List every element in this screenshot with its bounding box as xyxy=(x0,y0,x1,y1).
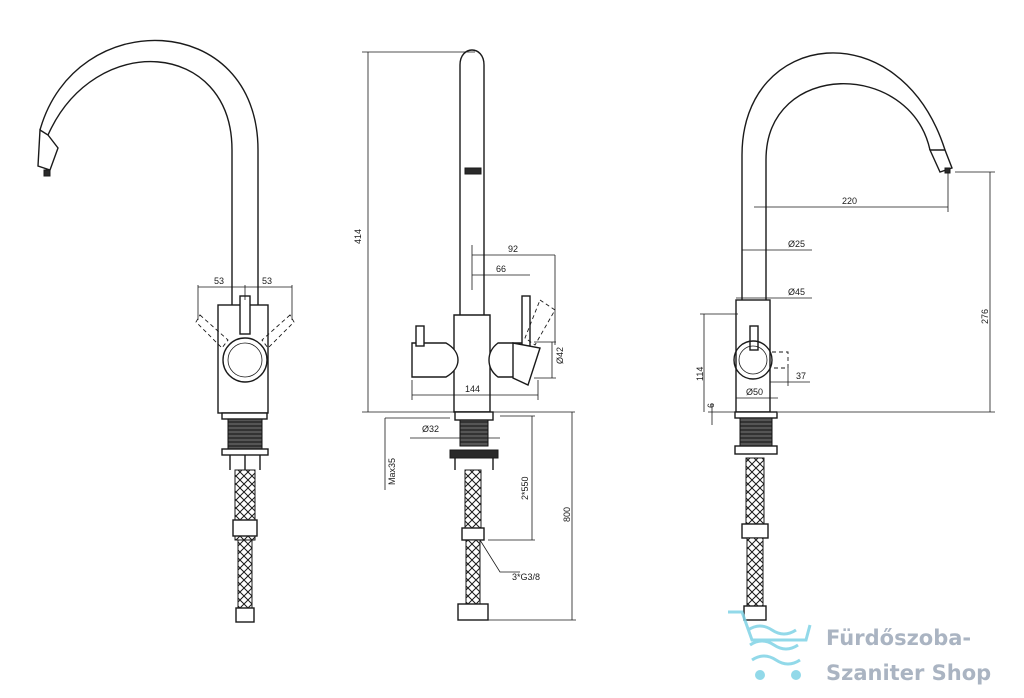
right-hose xyxy=(745,457,765,529)
side-hose xyxy=(464,469,482,531)
side-dim-height-label: 414 xyxy=(353,229,363,244)
right-spout-tip xyxy=(928,149,953,173)
watermark-line1: Fürdőszoba- xyxy=(826,626,971,650)
front-dim-right: 53 xyxy=(262,276,272,286)
front-handle-circle xyxy=(222,337,268,383)
right-dim-37: 37 xyxy=(796,371,806,381)
front-spout-tip xyxy=(37,128,59,171)
right-dim-6: 6 xyxy=(706,403,716,408)
side-handle-left xyxy=(411,342,459,378)
side-lever-right xyxy=(521,295,531,347)
side-dim-550: 2*550 xyxy=(520,476,530,500)
side-dim-connection: 3*G3/8 xyxy=(512,572,540,582)
side-thread xyxy=(459,419,489,447)
right-thread xyxy=(739,417,773,447)
side-dim-32: Ø32 xyxy=(422,424,439,434)
front-handle-inner xyxy=(227,342,263,378)
side-dim-800: 800 xyxy=(562,507,572,522)
cart-icon xyxy=(728,610,812,642)
side-spout xyxy=(459,49,485,320)
side-body xyxy=(453,314,491,413)
right-dim-276: 276 xyxy=(980,309,990,324)
side-view: 414 92 66 Ø42 144 Ø32 Max35 2*550 800 3*… xyxy=(353,49,576,621)
front-lever-range xyxy=(195,314,295,349)
side-handle-cap xyxy=(512,342,541,386)
front-view: 53 53 xyxy=(37,39,295,623)
right-dim-220: 220 xyxy=(842,196,857,206)
side-dim-42: Ø42 xyxy=(555,347,565,364)
front-dim-left: 53 xyxy=(214,276,224,286)
front-dim-lines xyxy=(197,285,293,320)
front-aerator xyxy=(43,169,51,177)
right-dim-45: Ø45 xyxy=(788,287,805,297)
right-dim-114: 114 xyxy=(695,367,705,381)
side-dim-92: 92 xyxy=(508,244,518,254)
side-dim-max35: Max35 xyxy=(387,458,397,485)
right-spout xyxy=(741,52,946,305)
side-dim-144: 144 xyxy=(465,384,480,394)
right-handle-circle xyxy=(733,340,773,380)
water-wave-icon xyxy=(747,624,801,666)
right-view: 220 Ø25 Ø45 276 114 6 Ø50 37 xyxy=(695,52,995,621)
side-nut xyxy=(449,449,499,459)
right-lever xyxy=(749,325,759,351)
side-aerator xyxy=(464,167,482,175)
side-lever-left xyxy=(415,325,425,347)
side-dim-66: 66 xyxy=(496,264,506,274)
side-dim-height xyxy=(362,51,575,413)
front-lever xyxy=(239,295,251,335)
watermark-line2: Szaniter Shop xyxy=(826,661,991,685)
front-thread xyxy=(227,418,263,450)
front-spout xyxy=(39,39,259,305)
right-body xyxy=(735,299,771,413)
right-dim-50: Ø50 xyxy=(746,387,763,397)
right-dim-25: Ø25 xyxy=(788,239,805,249)
watermark-logo xyxy=(728,610,812,680)
